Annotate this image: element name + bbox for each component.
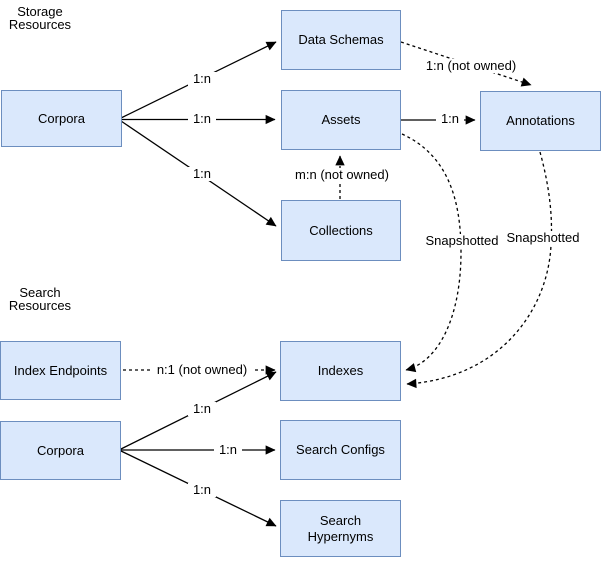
- node-search-hypernyms: Search Hypernyms: [280, 500, 401, 557]
- edge-label: m:n (not owned): [288, 168, 396, 182]
- edge-label: n:1 (not owned): [152, 363, 252, 377]
- edge-label: 1:n: [188, 402, 216, 416]
- section-label-search-resources: Search Resources: [8, 285, 72, 313]
- edge-label: Snapshotted: [501, 231, 585, 245]
- edge-label: 1:n: [436, 112, 464, 126]
- node-assets: Assets: [281, 90, 401, 150]
- edge-label: 1:n: [188, 483, 216, 497]
- node-indexes: Indexes: [280, 341, 401, 401]
- edge-label: 1:n: [188, 112, 216, 126]
- node-index-endpoints: Index Endpoints: [0, 341, 121, 400]
- node-corpora-search: Corpora: [0, 421, 121, 480]
- edge-label: 1:n: [214, 443, 242, 457]
- node-search-configs: Search Configs: [280, 420, 401, 480]
- node-annotations: Annotations: [480, 91, 601, 151]
- node-data-schemas: Data Schemas: [281, 10, 401, 70]
- edge-label: 1:n: [188, 167, 216, 181]
- edge-label: 1:n (not owned): [419, 59, 523, 73]
- section-label-storage-resources: Storage Resources: [8, 4, 72, 32]
- edge-label: 1:n: [188, 72, 216, 86]
- node-corpora-storage: Corpora: [1, 90, 122, 147]
- node-collections: Collections: [281, 200, 401, 261]
- edge-annotations-snapshotted-to-indexes: [406, 151, 553, 389]
- edge-label: Snapshotted: [420, 234, 504, 248]
- edge-assets-snapshotted-to-indexes: [401, 133, 462, 373]
